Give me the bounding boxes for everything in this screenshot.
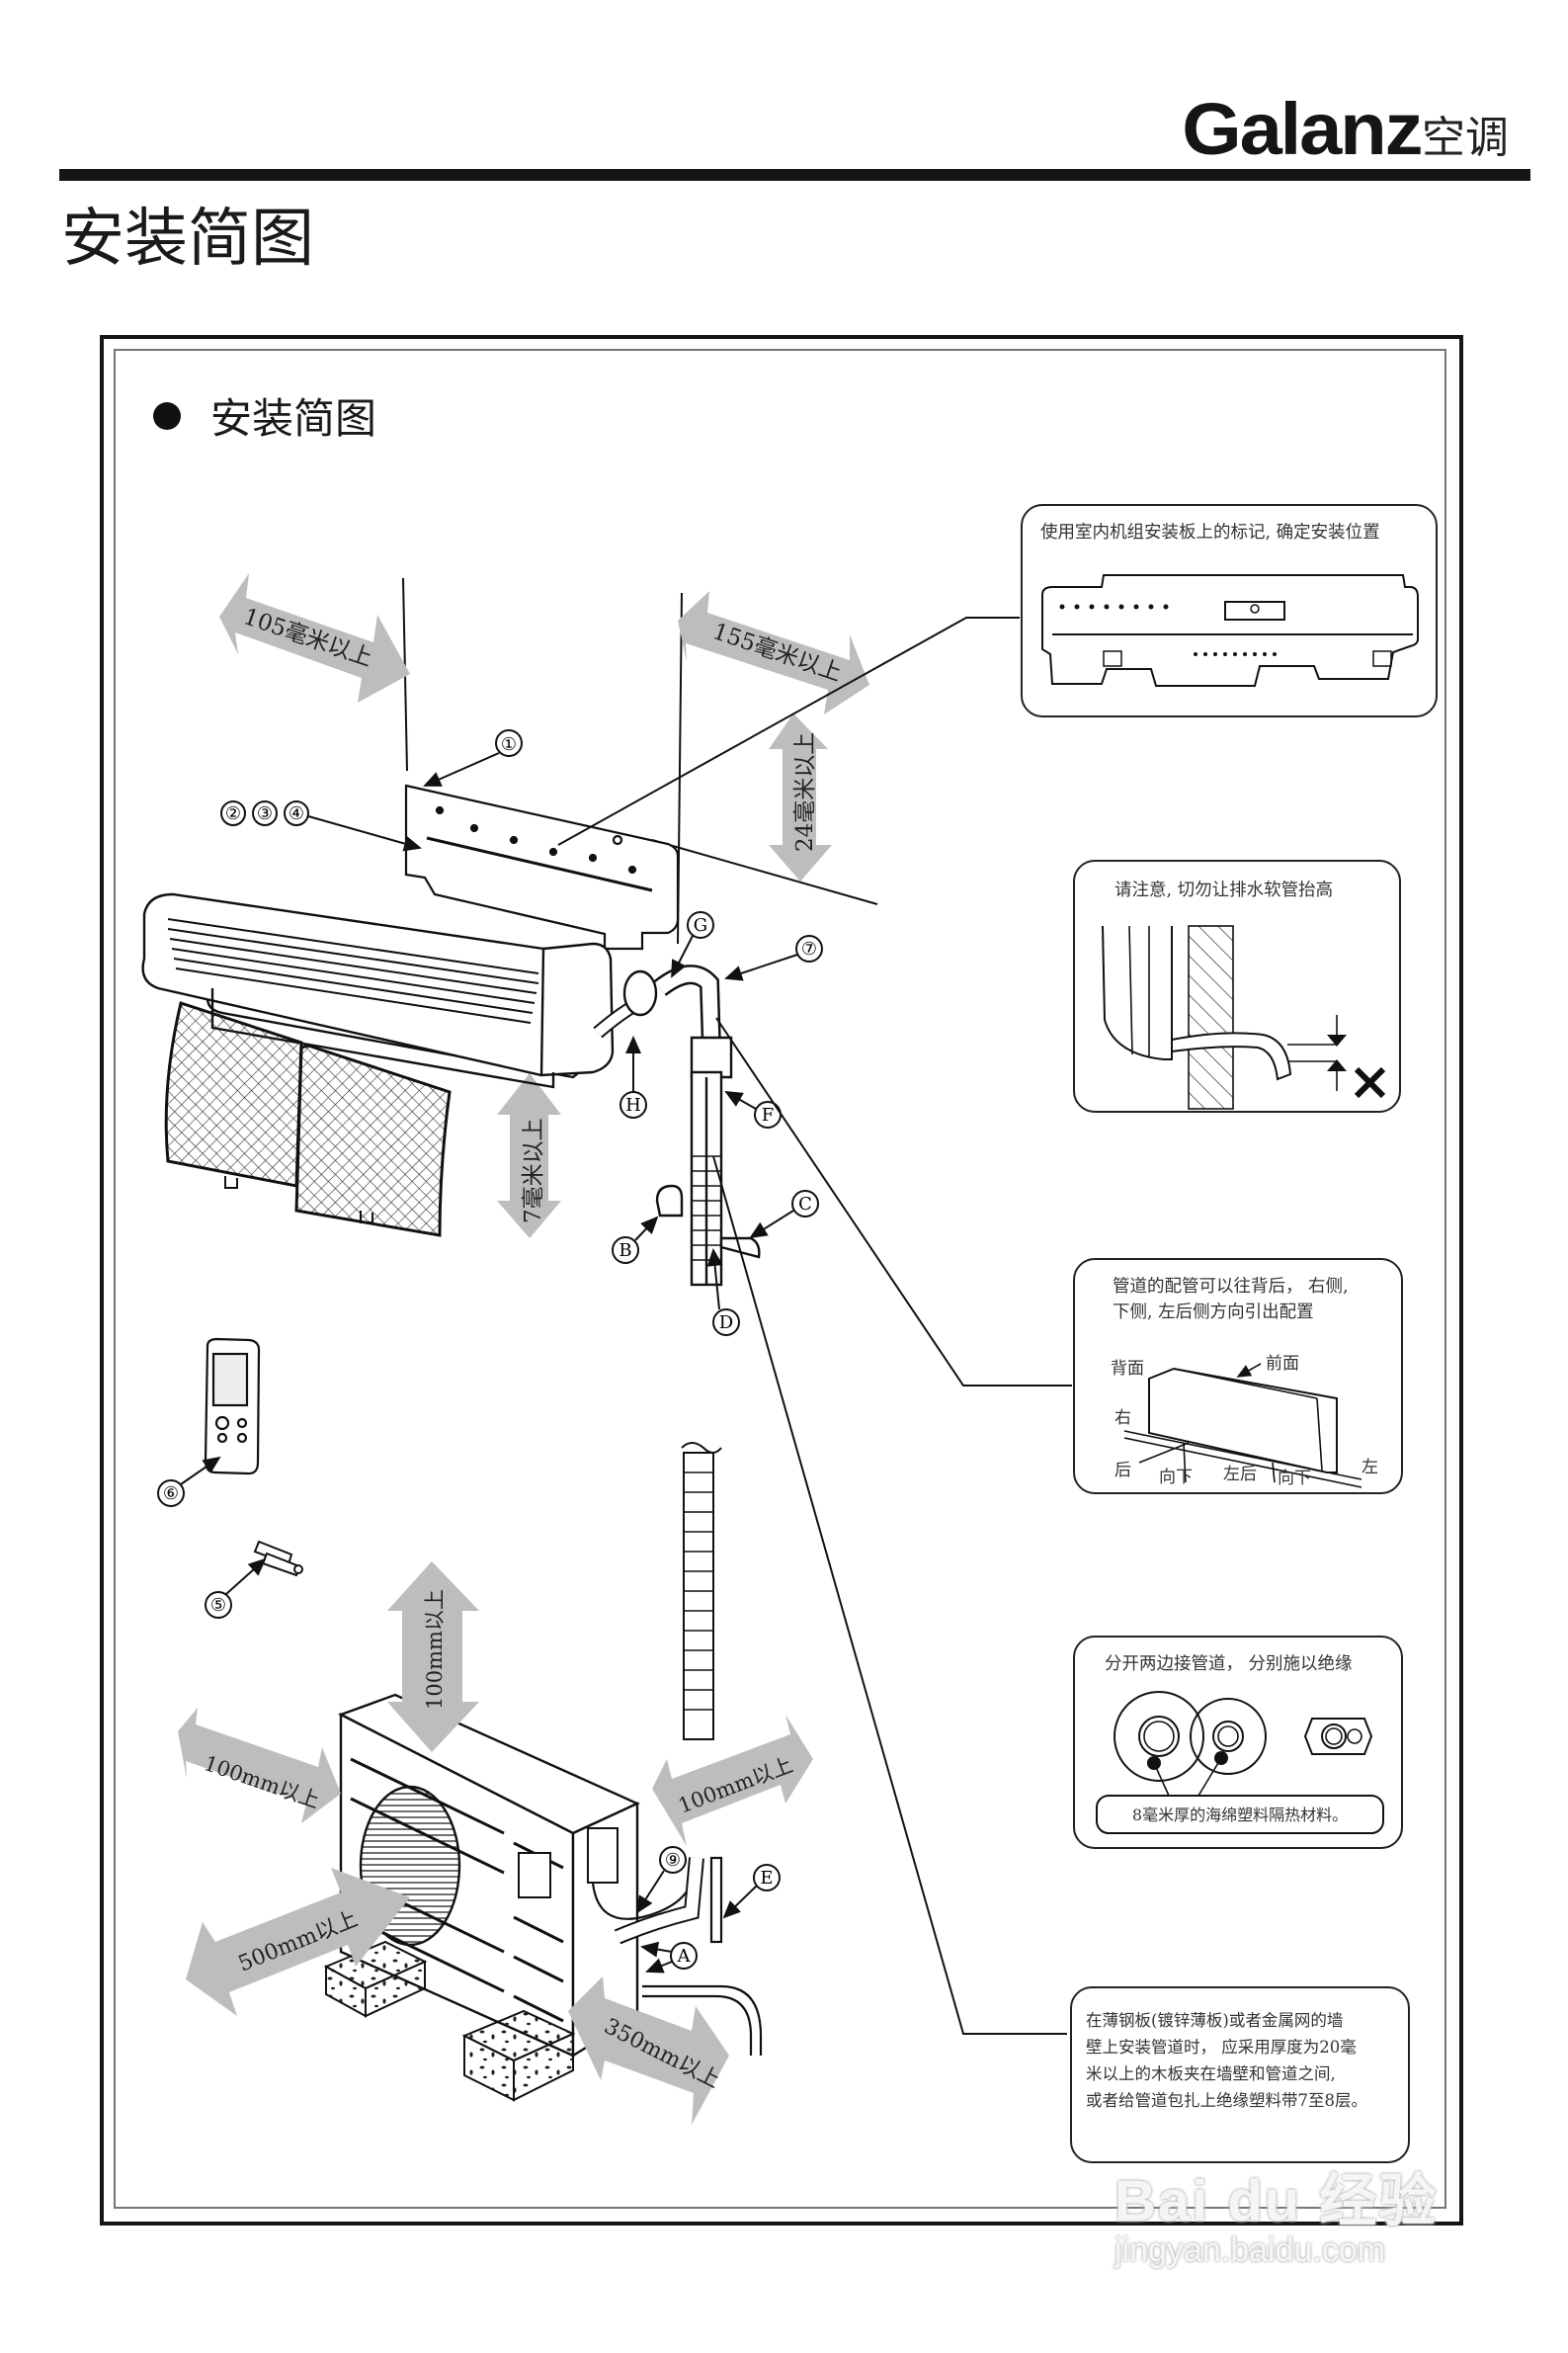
part-label-C: C xyxy=(749,1190,819,1239)
part-label-7: ⑦ xyxy=(724,935,823,981)
label-down-1: 向下 xyxy=(1159,1468,1193,1487)
clearance-arrow-indoor-left xyxy=(219,573,410,703)
diagram-frame-inner xyxy=(114,349,1446,2209)
label-back: 背面 xyxy=(1111,1359,1144,1379)
insulation-illustration: 8毫米厚的海绵塑料隔热材料。 xyxy=(1096,1691,1384,1834)
metal-wall-line4: 或者给管道包扎上绝缘塑料带7至8层。 xyxy=(1086,2091,1367,2110)
label-rear: 后 xyxy=(1114,1461,1131,1480)
air-filter-left xyxy=(164,1001,303,1189)
part-label-B: B xyxy=(612,1216,659,1264)
header-rule xyxy=(59,169,1530,181)
part-label-D: D xyxy=(706,1248,740,1336)
baidu-watermark: Bai du 经验 jingyan.baidu.com xyxy=(1114,2154,1438,2270)
label-3-text: ③ xyxy=(257,803,273,824)
svg-text:B: B xyxy=(619,1240,631,1261)
clearance-arrow-outdoor-right xyxy=(652,1715,813,1846)
svg-text:⑥: ⑥ xyxy=(163,1483,179,1504)
clearance-arrow-outdoor-left xyxy=(178,1708,341,1823)
clearance-text-indoor-bottom: 7毫米以上 xyxy=(521,1118,546,1223)
label-4-text: ④ xyxy=(289,803,304,824)
brand-header: Galanz 空调 xyxy=(1183,93,1509,166)
outdoor-piping xyxy=(591,1856,763,2056)
callout-mounting-plate-text: 使用室内机组安装板上的标记, 确定安装位置 xyxy=(1040,523,1380,543)
svg-text:H: H xyxy=(625,1095,641,1116)
metal-wall-line2: 壁上安装管道时， 应采用厚度为20毫 xyxy=(1086,2038,1357,2057)
callout-drain-hose: 请注意, 切勿让排水软管抬高 xyxy=(1073,860,1401,1113)
callout-metal-wall: 在薄钢板(镀锌薄板)或者金属网的墙 壁上安装管道时， 应采用厚度为20毫 米以上… xyxy=(1070,1986,1410,2163)
brand-subtitle: 空调 xyxy=(1422,113,1509,163)
part-label-A: A xyxy=(640,1941,698,1974)
clearance-arrow-outdoor-side xyxy=(568,1976,729,2125)
insulation-note: 8毫米厚的海绵塑料隔热材料。 xyxy=(1132,1806,1348,1824)
clearance-arrow-outdoor-top xyxy=(387,1561,479,1752)
label-1-text: ① xyxy=(501,734,517,755)
callout-leaders xyxy=(557,617,1072,2035)
callout-insulation: 分开两边接管道， 分别施以绝缘 8毫米厚的海绵塑料隔热材料。 xyxy=(1073,1636,1403,1849)
insulation-text: 分开两边接管道， 分别施以绝缘 xyxy=(1105,1654,1353,1674)
svg-text:G: G xyxy=(694,915,707,936)
piping-directions-line1: 管道的配管可以往背后， 右侧, xyxy=(1113,1277,1349,1297)
section-title: 安装简图 xyxy=(210,394,377,443)
clearance-arrow-indoor-right xyxy=(678,591,869,714)
piping-bundle xyxy=(593,965,761,1287)
label-right: 右 xyxy=(1114,1408,1131,1428)
not-allowed-x-icon xyxy=(1354,1066,1386,1099)
part-label-E: E xyxy=(722,1864,781,1919)
svg-text:F: F xyxy=(762,1105,775,1126)
mounting-plate-illustration xyxy=(1041,574,1419,687)
clearance-arrow-outdoor-front xyxy=(186,1868,410,2016)
part-label-6: ⑥ xyxy=(157,1456,221,1507)
label-left-rear: 左后 xyxy=(1223,1465,1257,1484)
label-2-text: ② xyxy=(225,803,241,824)
indoor-unit xyxy=(141,892,615,1089)
clearance-arrow-indoor-bottom xyxy=(497,1073,561,1238)
callout-mounting-plate: 使用室内机组安装板上的标记, 确定安装位置 xyxy=(1021,504,1438,717)
batteries xyxy=(253,1540,303,1577)
piping-directions-line2: 下侧, 左后侧方向引出配置 xyxy=(1113,1303,1314,1322)
wall-pipe xyxy=(681,1442,722,1740)
label-left: 左 xyxy=(1362,1458,1378,1477)
watermark-line1: Bai du 经验 xyxy=(1114,2169,1439,2233)
galanz-logo: Galanz xyxy=(1182,88,1424,170)
svg-text:⑨: ⑨ xyxy=(665,1850,681,1871)
svg-text:⑤: ⑤ xyxy=(210,1595,226,1616)
svg-text:E: E xyxy=(760,1868,773,1889)
part-label-F: F xyxy=(724,1091,782,1129)
svg-text:D: D xyxy=(719,1312,733,1333)
watermark-line2: jingyan.baidu.com xyxy=(1114,2231,1386,2269)
page-title: 安装简图 xyxy=(61,203,314,276)
drain-hose-illustration xyxy=(1102,925,1386,1110)
callout-piping-directions: 管道的配管可以往背后， 右侧, 下侧, 左后侧方向引出配置 背面 前面 右 后 … xyxy=(1073,1258,1403,1494)
part-label-9: ⑨ xyxy=(635,1846,687,1914)
part-label-234: ② ③ ④ xyxy=(220,800,422,852)
diagram-frame xyxy=(100,335,1463,2226)
section-heading: 安装简图 xyxy=(153,385,376,446)
part-label-1: ① xyxy=(423,729,523,787)
bullet-icon xyxy=(153,401,181,430)
part-label-H: H xyxy=(619,1036,647,1119)
piping-directions-illustration: 背面 前面 右 后 向下 左后 向下 左 xyxy=(1111,1354,1378,1488)
label-front: 前面 xyxy=(1266,1354,1299,1374)
part-label-5: ⑤ xyxy=(205,1557,267,1619)
remote-control xyxy=(204,1337,261,1475)
metal-wall-line3: 米以上的木板夹在墙壁和管道之间, xyxy=(1086,2064,1336,2083)
clearance-text-outdoor-top: 100mm以上 xyxy=(423,1589,447,1710)
svg-text:⑦: ⑦ xyxy=(801,939,817,960)
metal-wall-line1: 在薄钢板(镀锌薄板)或者金属网的墙 xyxy=(1086,2011,1344,2030)
label-down-2: 向下 xyxy=(1278,1469,1311,1488)
clearance-arrow-indoor-top xyxy=(769,714,832,882)
callout-drain-hose-text: 请注意, 切勿让排水软管抬高 xyxy=(1114,881,1334,900)
air-filter-right xyxy=(294,1044,452,1237)
clearance-text-indoor-top: 24毫米以上 xyxy=(792,732,818,852)
part-labels-outdoor: ⑨ E A xyxy=(635,1846,781,1974)
mounting-plate xyxy=(404,784,680,951)
svg-text:C: C xyxy=(798,1194,812,1215)
part-label-G: G xyxy=(671,911,714,978)
svg-text:A: A xyxy=(677,1946,692,1967)
